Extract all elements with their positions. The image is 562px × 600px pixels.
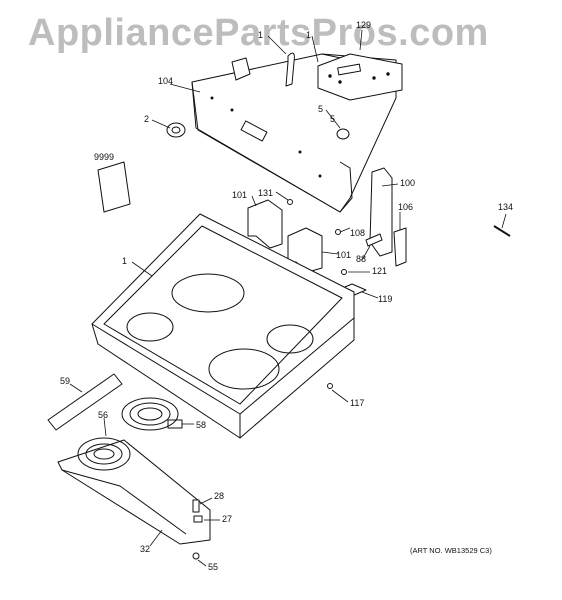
callout-9999: 9999 [94, 152, 114, 162]
callout-56: 56 [98, 410, 108, 420]
manual-9999 [97, 161, 131, 213]
clip-part [285, 52, 295, 87]
callout-100: 100 [400, 178, 415, 188]
watermark: AppliancePartsPros.com [28, 12, 489, 54]
callout-117: 117 [350, 398, 364, 408]
callout-106: 106 [398, 202, 413, 212]
callout-2: 2 [144, 114, 149, 124]
callout-119: 119 [378, 294, 392, 304]
callout-5b: 5 [330, 114, 335, 124]
callout-5: 5 [318, 104, 323, 114]
callout-55: 55 [208, 562, 218, 572]
switch-part [231, 57, 251, 81]
bracket-101-a [247, 199, 283, 249]
callout-28: 28 [214, 491, 224, 501]
callout-121: 121 [372, 266, 387, 276]
knob-2 [166, 122, 186, 138]
callout-131: 131 [258, 188, 273, 198]
art-number: (ART NO. WB13529 C3) [410, 546, 492, 555]
screw-134 [493, 225, 511, 237]
callout-88: 88 [356, 254, 366, 264]
callout-101a: 101 [232, 190, 247, 200]
callout-32: 32 [140, 544, 150, 554]
surface-element-58 [121, 397, 183, 431]
callout-1b: 1 [306, 30, 311, 40]
screw-108 [335, 229, 341, 235]
callout-129: 129 [356, 20, 371, 30]
callout-108: 108 [350, 228, 365, 238]
screw-121 [341, 269, 347, 275]
part-27 [193, 515, 203, 523]
callout-134: 134 [498, 202, 513, 212]
cooktop-1 [91, 213, 355, 439]
callout-101b: 101 [336, 250, 351, 260]
callout-104: 104 [158, 76, 173, 86]
screw-131 [287, 199, 293, 205]
callout-59: 59 [60, 376, 70, 386]
part-106 [393, 227, 407, 267]
callout-1a: 1 [258, 30, 263, 40]
surface-element-56 [77, 437, 131, 471]
callout-1c: 1 [122, 256, 127, 266]
screw-117 [327, 383, 333, 389]
knob-5 [336, 128, 350, 140]
callout-27: 27 [222, 514, 232, 524]
part-88 [365, 233, 383, 247]
part-28 [192, 499, 200, 513]
callout-58: 58 [196, 420, 206, 430]
screw-55 [192, 552, 200, 560]
control-board-129 [317, 53, 403, 101]
bracket-59 [47, 373, 123, 431]
burner-box-32 [57, 439, 211, 545]
